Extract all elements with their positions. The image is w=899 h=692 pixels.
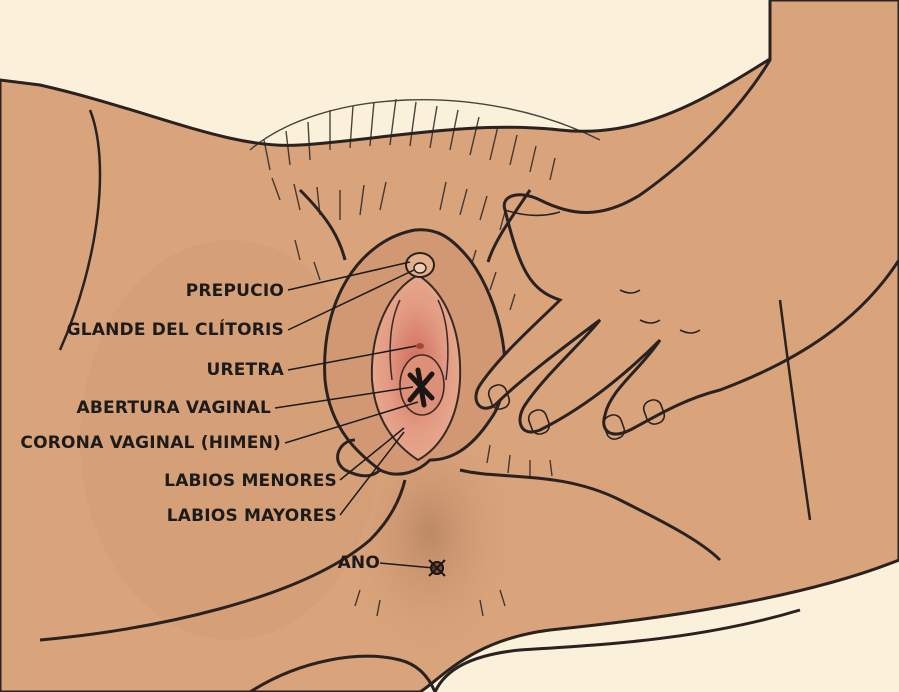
label-labia-minora: LABIOS MENORES bbox=[164, 471, 337, 491]
clitoral-glans-shape bbox=[414, 263, 426, 273]
label-prepuce: PREPUCIO bbox=[186, 281, 284, 301]
label-vaginal-corona: CORONA VAGINAL (HIMEN) bbox=[20, 433, 281, 453]
label-vaginal-opening: ABERTURA VAGINAL bbox=[77, 398, 271, 418]
label-anus: ANO bbox=[338, 553, 380, 573]
label-labia-majora: LABIOS MAYORES bbox=[167, 506, 337, 526]
label-urethra: URETRA bbox=[206, 360, 284, 380]
urethra-shape bbox=[416, 343, 424, 349]
label-clitoral-glans: GLANDE DEL CLÍTORIS bbox=[67, 320, 284, 340]
